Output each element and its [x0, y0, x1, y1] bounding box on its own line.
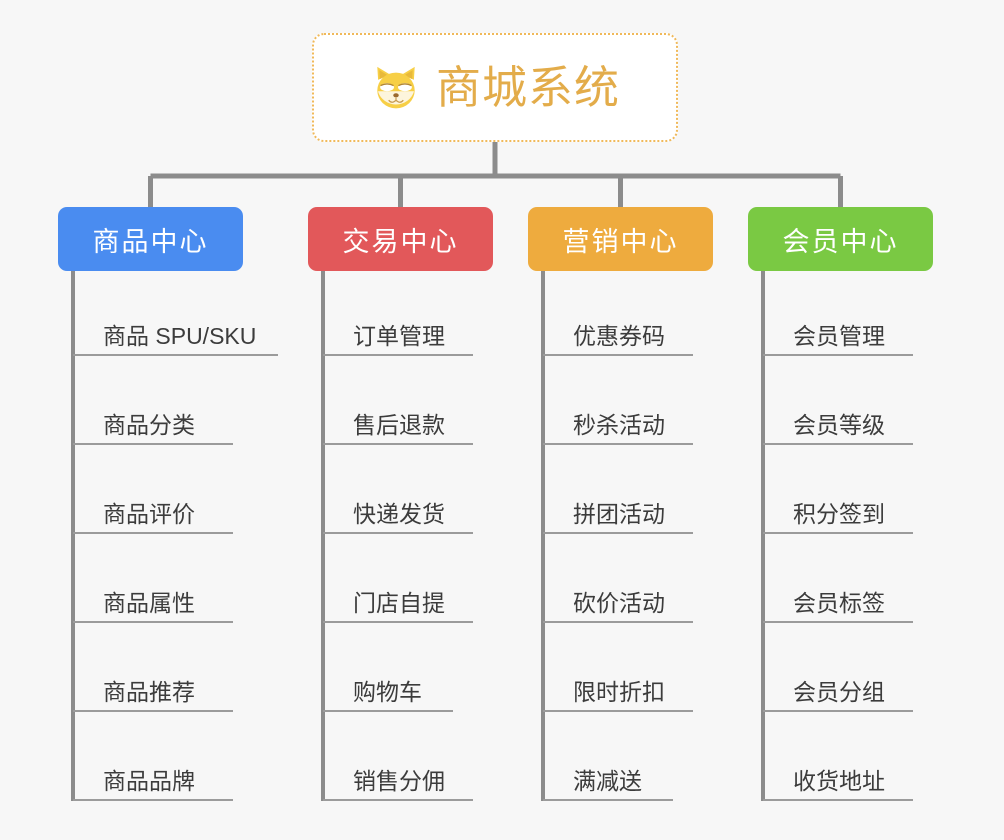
leaf-item[interactable]: 满减送: [543, 755, 673, 801]
leaf-label: 订单管理: [353, 323, 445, 349]
leaf-item[interactable]: 秒杀活动: [543, 399, 693, 445]
leaf-label: 拼团活动: [573, 501, 665, 527]
leaf-item[interactable]: 商品推荐: [73, 666, 233, 712]
leaf-item[interactable]: 优惠券码: [543, 310, 693, 356]
leaf-item[interactable]: 商品评价: [73, 488, 233, 534]
leaf-label: 会员等级: [793, 412, 885, 438]
leaf-item[interactable]: 订单管理: [323, 310, 473, 356]
category-label: 会员中心: [782, 226, 899, 257]
leaf-item[interactable]: 快递发货: [323, 488, 473, 534]
shiba-inu-dog-face-icon: [370, 62, 422, 114]
leaf-item[interactable]: 商品属性: [73, 577, 233, 623]
category-box-2[interactable]: 交易中心: [308, 207, 493, 271]
leaf-label: 商品分类: [103, 412, 195, 438]
leaf-label: 砍价活动: [573, 590, 665, 616]
leaf-label: 积分签到: [793, 501, 885, 527]
leaf-item[interactable]: 商品 SPU/SKU: [73, 310, 278, 356]
leaf-label: 商品品牌: [103, 768, 195, 794]
leaf-label: 优惠券码: [573, 323, 665, 349]
root-node[interactable]: 商城系统: [312, 33, 678, 142]
leaf-label: 会员标签: [793, 590, 885, 616]
leaf-item[interactable]: 销售分佣: [323, 755, 473, 801]
leaf-item[interactable]: 商品品牌: [73, 755, 233, 801]
leaf-label: 快递发货: [353, 501, 445, 527]
leaf-item[interactable]: 积分签到: [763, 488, 913, 534]
leaf-item[interactable]: 会员分组: [763, 666, 913, 712]
leaf-label: 会员管理: [793, 323, 885, 349]
leaf-label: 门店自提: [353, 590, 445, 616]
leaf-item[interactable]: 购物车: [323, 666, 453, 712]
leaf-label: 秒杀活动: [573, 412, 665, 438]
category-label: 商品中心: [92, 226, 209, 257]
category-label: 营销中心: [562, 226, 679, 257]
leaf-label: 销售分佣: [353, 768, 445, 794]
category-box-3[interactable]: 营销中心: [528, 207, 713, 271]
leaf-item[interactable]: 会员等级: [763, 399, 913, 445]
category-label: 交易中心: [342, 226, 459, 257]
leaf-label: 商品评价: [103, 501, 195, 527]
category-box-1[interactable]: 商品中心: [58, 207, 243, 271]
leaf-item[interactable]: 商品分类: [73, 399, 233, 445]
leaf-label: 限时折扣: [573, 679, 665, 705]
leaf-label: 收货地址: [793, 768, 885, 794]
leaf-label: 购物车: [353, 679, 422, 705]
leaf-item[interactable]: 门店自提: [323, 577, 473, 623]
leaf-label: 商品 SPU/SKU: [103, 323, 257, 349]
leaf-item[interactable]: 售后退款: [323, 399, 473, 445]
leaf-item[interactable]: 限时折扣: [543, 666, 693, 712]
leaf-label: 商品推荐: [103, 679, 195, 705]
leaf-item[interactable]: 收货地址: [763, 755, 913, 801]
leaf-label: 售后退款: [353, 412, 445, 438]
leaf-label: 会员分组: [793, 679, 885, 705]
leaf-item[interactable]: 拼团活动: [543, 488, 693, 534]
root-title: 商城系统: [435, 62, 620, 113]
leaf-label: 满减送: [573, 768, 642, 794]
leaf-item[interactable]: 砍价活动: [543, 577, 693, 623]
category-box-4[interactable]: 会员中心: [748, 207, 933, 271]
leaf-label: 商品属性: [103, 590, 195, 616]
leaf-item[interactable]: 会员标签: [763, 577, 913, 623]
leaf-item[interactable]: 会员管理: [763, 310, 913, 356]
